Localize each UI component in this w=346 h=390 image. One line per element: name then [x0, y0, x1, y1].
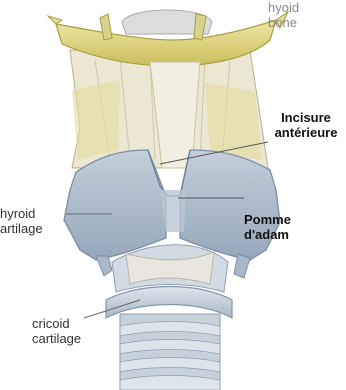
pomme-label-line2: d'adam: [244, 227, 308, 242]
cricoid-label-line2: cartilage: [32, 331, 81, 346]
hyoid-bone-label-line2: bone: [268, 15, 299, 30]
cricoid-label-line1: cricoid: [32, 316, 81, 331]
trachea: [120, 314, 220, 390]
hyoid-bone-label: hyoid bone: [268, 0, 299, 30]
cricoid-cartilage: [106, 287, 232, 319]
hyoid-bone-label-line1: hyoid: [268, 0, 299, 15]
pomme-adam-label: Pomme d'adam: [244, 212, 308, 242]
hyoid-horn-left: [48, 16, 62, 24]
cricoid-cartilage-label: cricoid cartilage: [32, 316, 81, 346]
incisure-label: Incisure antérieure: [266, 110, 346, 140]
trachea-ring: [120, 376, 220, 390]
incisure-label-line2: antérieure: [266, 125, 346, 140]
thyroid-label-line1: hyroid: [0, 206, 43, 221]
hyoid-post-right: [194, 14, 206, 40]
thyroid-inferior-horn-right: [234, 254, 250, 278]
thyroid-inferior-horn-left: [96, 256, 112, 276]
thyroid-label-line2: artilage: [0, 221, 43, 236]
incisure-label-line1: Incisure: [266, 110, 346, 125]
pomme-label-line1: Pomme: [244, 212, 308, 227]
membrane-side-left: [72, 80, 120, 160]
membrane-side-right: [205, 82, 262, 160]
thyroid-cartilage-label: hyroid artilage: [0, 206, 43, 236]
